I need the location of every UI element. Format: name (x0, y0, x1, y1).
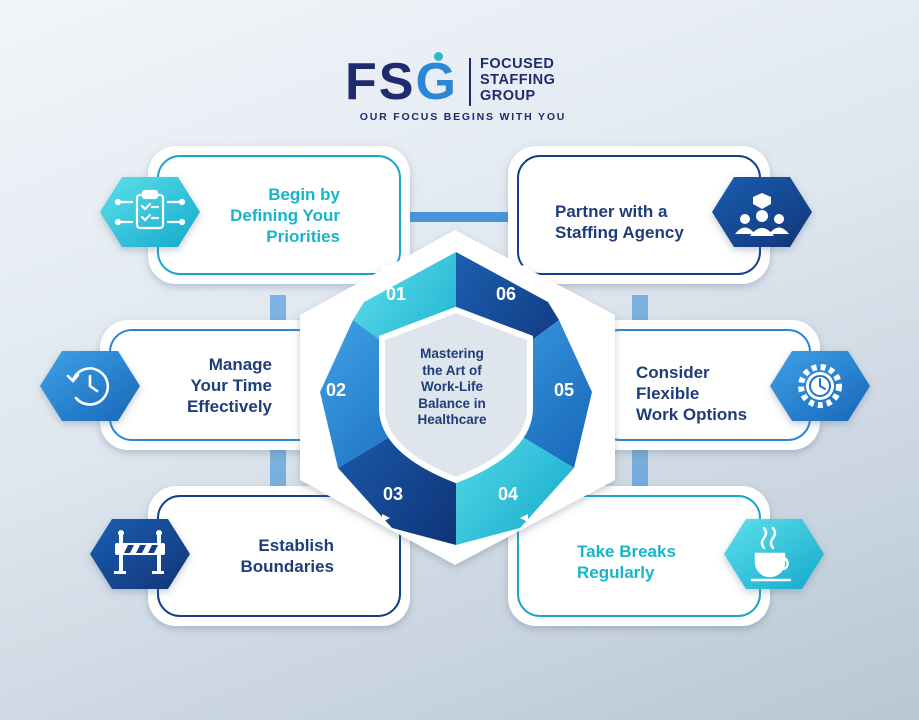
step-02-label: Manage Your Time Effectively (150, 354, 272, 417)
fsg-logo: FSG FOCUSED STAFFING GROUP (345, 50, 575, 125)
step-01-line-1: Begin by (268, 185, 340, 204)
step-05-line-3: Work Options (636, 405, 748, 424)
logo-figure-dot (434, 52, 443, 61)
step-05-line-1: Consider (636, 363, 710, 382)
step-number-03: 03 (383, 484, 404, 504)
step-03-label: Establish Boundaries (200, 535, 334, 577)
center-title-line-5: Healthcare (417, 412, 487, 427)
step-04-line-1: Take Breaks (577, 542, 676, 561)
center-title: Mastering the Art of Work-Life Balance i… (397, 346, 507, 429)
team-icon (735, 193, 789, 236)
step-05-line-2: Flexible (636, 384, 700, 403)
coffee-cup-icon (750, 526, 792, 582)
step-06-label: Partner with a Staffing Agency (555, 201, 715, 243)
badge-01 (100, 177, 200, 247)
step-02-line-2: Your Time (190, 376, 272, 395)
checklist-icon (114, 189, 186, 230)
step-number-02: 02 (326, 380, 347, 400)
step-02-line-3: Effectively (186, 397, 272, 416)
center-title-line-3: Work-Life (420, 379, 483, 394)
step-number-01: 01 (386, 284, 407, 304)
logo-name-line-1: FOCUSED (480, 56, 555, 72)
step-number-05: 05 (554, 380, 575, 400)
logo-name-line-3: GROUP (480, 88, 536, 104)
step-number-06: 06 (496, 284, 517, 304)
step-01-line-3: Priorities (266, 227, 340, 246)
clock-icon (66, 367, 110, 406)
step-03-line-1: Establish (258, 536, 334, 555)
center-shield (379, 306, 533, 484)
step-number-04: 04 (498, 484, 519, 504)
logo-tagline: OUR FOCUS BEGINS WITH YOU (359, 111, 567, 123)
center-title-line-4: Balance in (418, 395, 486, 411)
center-title-line-1: Mastering (420, 346, 484, 361)
step-01-label: Begin by Defining Your Priorities (200, 184, 340, 247)
step-05-label: Consider Flexible Work Options (636, 362, 776, 425)
step-03-line-2: Boundaries (240, 557, 334, 576)
gear-clock-icon (798, 364, 842, 408)
logo-separator (469, 58, 471, 106)
logo-name-line-2: STAFFING (480, 72, 556, 88)
step-04-line-2: Regularly (577, 563, 655, 582)
step-02-line-1: Manage (208, 355, 272, 374)
logo-company-name: FOCUSED STAFFING GROUP (480, 56, 555, 104)
central-hexagon (299, 230, 615, 565)
center-title-line-2: the Art of (422, 362, 482, 378)
barrier-icon (114, 530, 165, 574)
step-01-line-2: Defining Your (230, 206, 340, 225)
logo-mark: FSG (345, 53, 458, 111)
step-04-label: Take Breaks Regularly (577, 541, 707, 583)
step-06-line-1: Partner with a (555, 202, 668, 221)
step-06-line-2: Staffing Agency (555, 223, 684, 242)
